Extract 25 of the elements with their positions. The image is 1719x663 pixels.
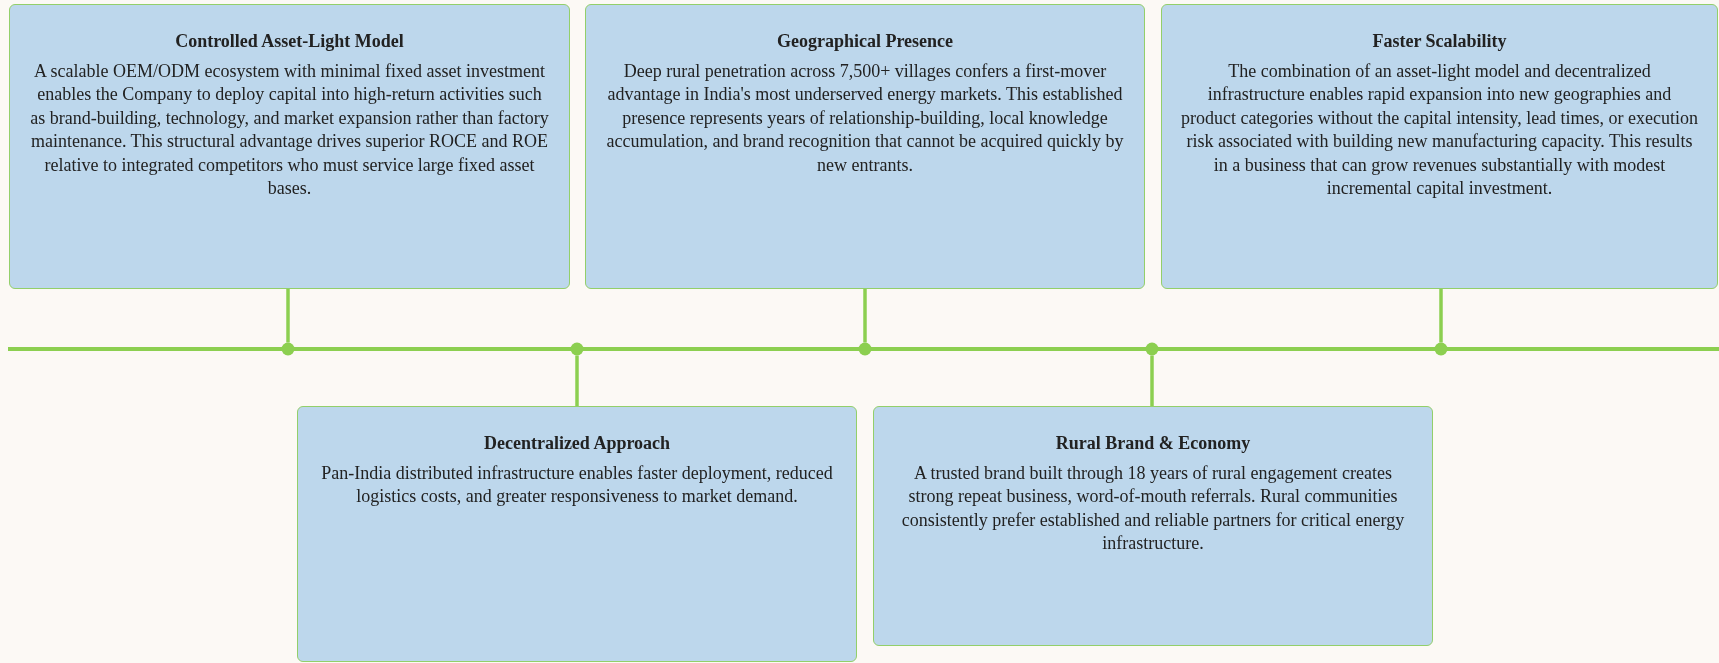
timeline-dot — [281, 342, 295, 356]
card-heading: Faster Scalability — [1371, 31, 1508, 52]
card-text: Deep rural penetration across 7,500+ villages confers a first-mover advantage in India's most underserved energy markets. This established presence represents years of relationship-building, local knowledge accumulation, and brand recognition that cannot be acquired quickly by new entrants. — [605, 60, 1125, 177]
card-heading: Decentralized Approach — [482, 433, 672, 454]
info-card — [1161, 4, 1718, 289]
timeline-dot — [858, 342, 872, 356]
info-card — [9, 4, 570, 289]
connector-line — [1439, 289, 1443, 343]
card-text: Pan-India distributed infrastructure enables faster deployment, reduced logistics costs, and greater responsiveness to market demand. — [320, 462, 834, 509]
info-card — [873, 406, 1433, 646]
card-heading: Controlled Asset-Light Model — [174, 31, 405, 52]
connector-line — [863, 289, 867, 343]
card-heading: Geographical Presence — [775, 31, 955, 52]
timeline-dot — [1434, 342, 1448, 356]
timeline-dot — [1145, 342, 1159, 356]
connector-line — [286, 289, 290, 343]
connector-line — [575, 355, 579, 406]
connector-line — [1150, 355, 1154, 406]
card-text: A trusted brand built through 18 years of rural engagement creates strong repeat business, word-of-mouth referrals. Rural communities consistently prefer established and reliable partners for critical energy infrastructure. — [900, 462, 1406, 556]
card-heading: Rural Brand & Economy — [1054, 433, 1252, 454]
card-text: A scalable OEM/ODM ecosystem with minimal fixed asset investment enables the Company to deploy capital into high-return activities such as brand-building, technology, and market expansion rather than factory maintenance. This structural advantage drives superior ROCE and ROE relative to integrated competitors who must service large fixed asset bases. — [29, 60, 550, 200]
info-card — [585, 4, 1145, 289]
info-card — [297, 406, 857, 662]
card-text: The combination of an asset-light model and decentralized infrastructure enables rapid expansion into new geographies and product categories without the capital intensity, lead times, or execution risk associated with building new manufacturing capacity. This results in a business that can grow revenues substantially with modest incremental capital investment. — [1180, 60, 1699, 200]
timeline-dot — [570, 342, 584, 356]
